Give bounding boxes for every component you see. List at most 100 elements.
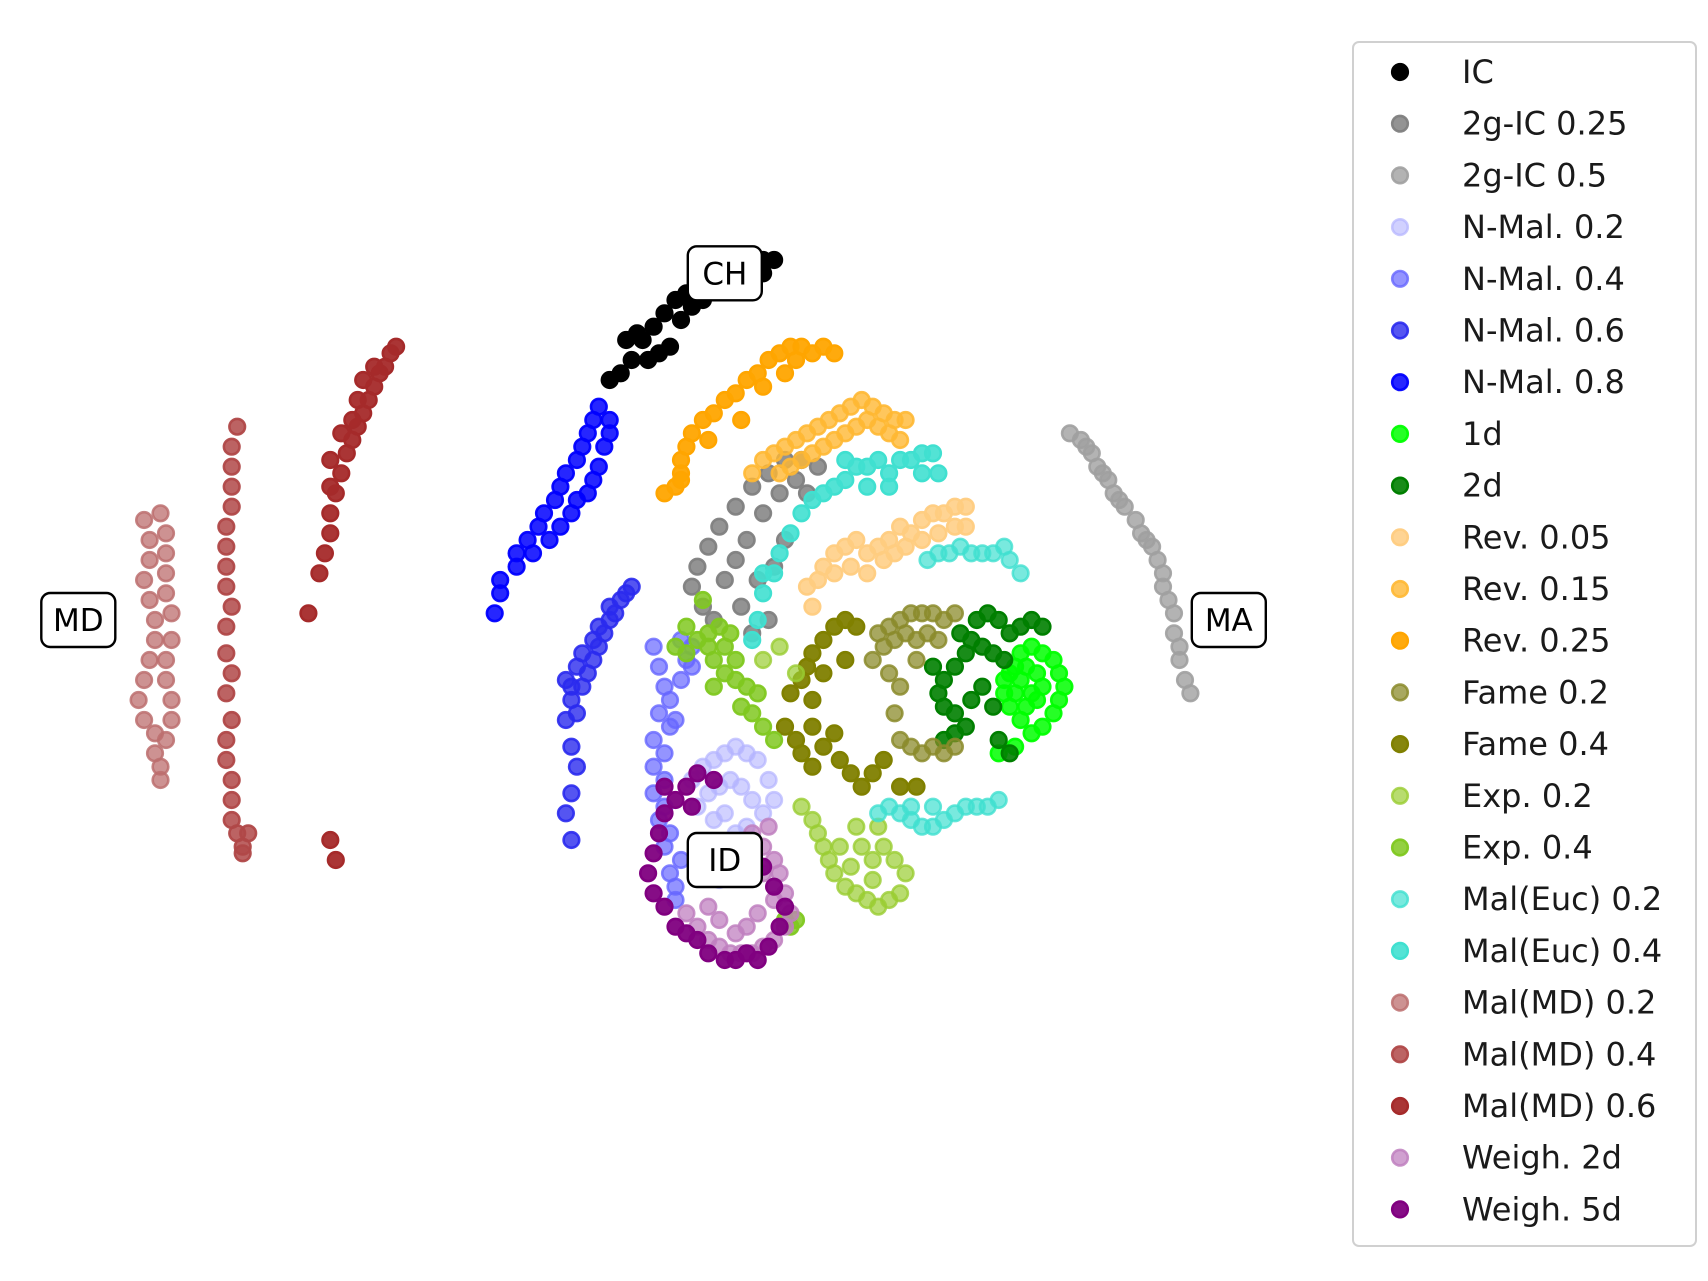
point-mal-md-0-4-16 [217,750,236,770]
point-exp-0-2-12 [896,864,915,883]
point-fame-0-4-24 [803,717,822,736]
point-mal-md-0-2-3 [135,570,154,590]
legend-entry-n-mal-0-8: N-Mal. 0.8 [1390,363,1625,401]
point-weigh-5d-22 [704,770,723,790]
legend-entry-weigh-5d: Weigh. 5d [1390,1190,1622,1228]
point-fame-0-4-22 [814,664,833,683]
point-weigh-5d-15 [748,950,767,970]
point-weigh-5d-2 [655,804,674,823]
point-fame-0-4-0 [781,684,800,703]
point-mal-md-0-4-2 [222,457,241,476]
point-mal-md-0-2-6 [145,630,165,650]
point-rev-0-25-18 [825,344,844,363]
point-n-mal-0-6-23 [556,804,576,823]
series-2g-ic-0-5 [1060,424,1200,703]
point-exp-0-4-15 [753,717,773,736]
point-exp-0-4-18 [726,650,745,670]
point-mal-md-0-6-14 [315,544,335,563]
annotation-label-ch: CH [702,256,747,292]
point-mal-md-0-4-17 [222,770,241,790]
legend-entry-mal-euc-0-2: Mal(Euc) 0.2 [1390,880,1662,918]
legend-marker-fame-0-2 [1390,683,1410,702]
point-n-mal-0-6-15 [584,630,603,650]
point-1d-22 [1011,644,1030,663]
point-n-mal-0-2-13 [732,777,751,796]
legend-marker-mal-euc-0-2 [1390,890,1410,909]
point-n-mal-0-8-4 [507,544,526,563]
point-rev-0-25-9 [726,384,745,403]
point-mal-md-0-2-5 [145,610,165,630]
point-fame-0-4-13 [825,724,844,743]
point-fame-0-4-16 [852,777,871,796]
point-fame-0-2-8 [863,650,882,670]
point-n-mal-0-8-17 [540,530,559,550]
point-n-mal-0-6-12 [622,577,641,596]
legend-marker-mal-euc-0-4 [1390,941,1410,961]
point-rev-0-15-0 [743,464,762,483]
point-2d-24 [989,730,1008,750]
series-exp-0-4 [666,590,806,936]
series-mal-md-0-4 [217,417,258,863]
legend-entry-n-mal-0-2: N-Mal. 0.2 [1390,208,1625,246]
point-2g-ic-0-25-2 [699,537,718,556]
point-n-mal-0-2-17 [715,804,734,823]
point-mal-md-0-4-18 [222,790,241,810]
point-rev-0-05-23 [956,517,975,536]
point-2g-ic-0-25-14 [737,530,756,550]
point-n-mal-0-8-2 [491,570,510,590]
point-weigh-5d-7 [655,897,674,916]
point-mal-md-0-6-20 [343,410,362,430]
point-mal-md-0-4-1 [222,437,241,456]
point-exp-0-2-18 [830,837,849,856]
point-2d-23 [984,697,1003,716]
point-fame-0-4-21 [803,690,822,710]
legend-marker-n-mal-0-2 [1390,218,1410,237]
point-ic-14 [671,310,691,330]
point-fame-0-2-23 [945,737,965,756]
annotation-box-id [686,831,763,889]
point-2g-ic-0-25-16 [770,484,789,503]
legend-label-fame-0-2: Fame 0.2 [1462,673,1609,711]
legend-label-rev-0-15: Rev. 0.15 [1462,570,1611,608]
series-fame-0-2 [863,604,965,763]
point-exp-0-4-14 [743,704,762,723]
point-exp-0-2-16 [852,837,871,856]
point-mal-md-0-4-0 [228,417,247,436]
point-fame-0-4-14 [830,750,849,770]
point-n-mal-0-6-18 [562,677,581,696]
series-rev-0-15 [743,390,915,483]
point-mal-md-0-4-15 [217,730,236,750]
legend-marker-exp-0-4 [1390,838,1410,857]
point-fame-0-4-7 [847,617,866,636]
point-mal-euc-0-4-13 [869,450,888,470]
point-exp-0-4-17 [699,637,718,656]
legend-entry-rev-0-25: Rev. 0.25 [1390,622,1611,660]
legend-marker-fame-0-4 [1390,734,1410,754]
point-weigh-5d-18 [775,897,795,916]
point-ic-25 [660,337,680,356]
point-mal-md-0-6-10 [332,464,351,483]
point-mal-euc-0-4-20 [858,477,877,496]
point-2g-ic-0-5-23 [1137,530,1156,550]
point-n-mal-0-4-3 [649,704,669,723]
point-fame-0-4-4 [814,630,833,650]
point-exp-0-2-17 [841,857,860,876]
series-rev-0-05 [797,497,975,616]
point-mal-md-0-4-10 [217,617,236,636]
point-n-mal-0-6-19 [556,710,576,730]
legend-entry-ic: IC [1390,53,1494,91]
point-rev-0-25-21 [775,364,795,383]
legend-entry-weigh-2d: Weigh. 2d [1390,1139,1622,1177]
point-fame-0-4-3 [803,644,822,663]
point-mal-euc-0-4-4 [770,544,789,563]
point-weigh-5d-4 [644,844,663,863]
point-n-mal-0-4-19 [671,670,691,690]
point-mal-md-0-2-10 [135,710,154,730]
point-2d-13 [945,657,965,676]
point-mal-md-0-2-2 [140,550,159,570]
point-mal-md-0-6-19 [348,390,367,410]
legend-label-mal-md-0-2: Mal(MD) 0.2 [1462,984,1656,1022]
point-rev-0-25-7 [704,404,723,423]
